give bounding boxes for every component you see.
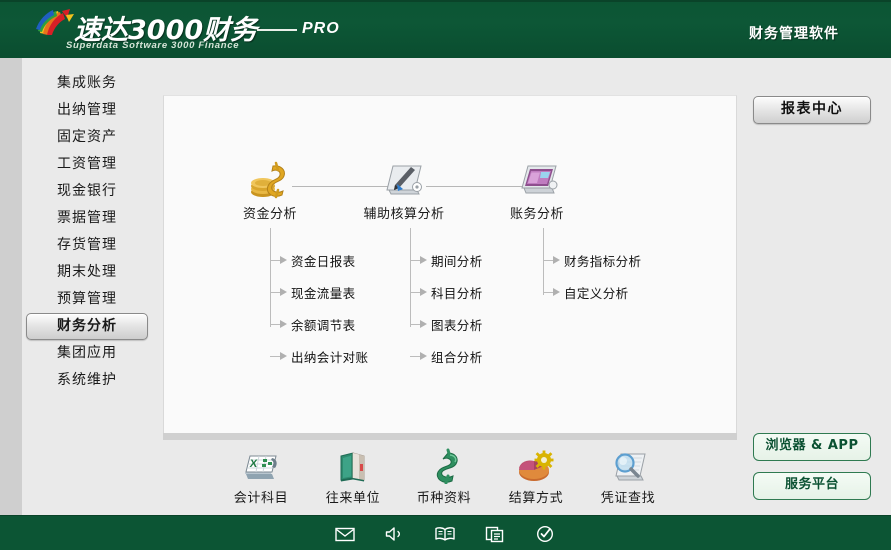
flow-subitem-label[interactable]: 期间分析 — [431, 253, 483, 269]
flow-subitem-label[interactable]: 财务指标分析 — [564, 253, 642, 269]
toolbar-item-settlement-method[interactable]: 结算方式 — [493, 446, 579, 506]
branch-arrow-icon — [270, 320, 287, 329]
sidebar-item-payroll-management[interactable]: 工资管理 — [57, 156, 117, 172]
dollar-sign-icon — [401, 446, 487, 486]
subtree-trunk — [410, 228, 411, 327]
flow-subitem-label[interactable]: 余额调节表 — [291, 317, 356, 333]
edition-badge: PRO — [302, 20, 340, 37]
sidebar-item-financial-analysis[interactable]: 财务分析 — [26, 313, 148, 340]
toolbar-item-label: 币种资料 — [416, 491, 472, 506]
flow-subitem-label[interactable]: 科目分析 — [431, 285, 483, 301]
sidebar-item-cashier-management[interactable]: 出纳管理 — [57, 102, 117, 118]
mail-icon[interactable] — [332, 524, 358, 544]
sidebar-item-bill-management[interactable]: 票据管理 — [57, 210, 117, 226]
app-header: 速达3000财务 Superdata Software 3000 Finance… — [0, 0, 891, 58]
branch-arrow-icon — [410, 288, 427, 297]
branch-arrow-icon — [270, 352, 287, 361]
flow-subtree-fund-analysis: 资金日报表 现金流量表 余额调节表 出纳会计对账 — [270, 228, 430, 365]
flow-subtree-account-analysis: 财务指标分析 自定义分析 — [543, 228, 703, 301]
speaker-icon[interactable] — [382, 524, 408, 544]
toolbar-item-voucher-search[interactable]: 凭证查找 — [585, 446, 671, 506]
flow-subitem-row[interactable]: 自定义分析 — [543, 284, 629, 301]
branch-arrow-icon — [270, 256, 287, 265]
flow-diagram-panel: 资金分析 辅助核算分析 — [163, 95, 737, 434]
branch-arrow-icon — [410, 320, 427, 329]
subtree-trunk — [270, 228, 271, 327]
sidebar-nav: 集成账务 出纳管理 固定资产 工资管理 现金银行 票据管理 存货管理 期末处理 … — [22, 70, 152, 394]
spreadsheet-book-icon: X — [218, 446, 304, 486]
flow-node-label: 辅助核算分析 — [363, 207, 445, 222]
rainbow-fan-logo-icon — [36, 9, 76, 37]
toolbar-item-label: 往来单位 — [325, 491, 381, 506]
toolbar-item-currency-data[interactable]: 币种资料 — [401, 446, 487, 506]
toolbar-item-business-partners[interactable]: 往来单位 — [310, 446, 396, 506]
service-platform-button[interactable]: 服务平台 — [753, 472, 871, 500]
green-books-icon — [310, 446, 396, 486]
sidebar-item-inventory-management[interactable]: 存货管理 — [57, 237, 117, 253]
flow-node-label: 资金分析 — [242, 207, 297, 222]
report-center-button[interactable]: 报表中心 — [753, 96, 871, 124]
flow-subtree-auxiliary-accounting-analysis: 期间分析 科目分析 图表分析 组合分析 — [410, 228, 560, 365]
branch-arrow-icon — [543, 256, 560, 265]
branch-arrow-icon — [410, 352, 427, 361]
flow-subitem-row[interactable]: 现金流量表 — [270, 284, 356, 301]
flow-subitem-label[interactable]: 资金日报表 — [291, 253, 356, 269]
flow-subitem-label[interactable]: 现金流量表 — [291, 285, 356, 301]
copy-icon[interactable] — [482, 524, 508, 544]
header-top-accent — [0, 0, 891, 2]
sidebar-item-fixed-assets[interactable]: 固定资产 — [57, 129, 117, 145]
flow-subitem-label[interactable]: 图表分析 — [431, 317, 483, 333]
brand-divider — [257, 29, 297, 31]
gold-coins-icon — [215, 156, 325, 200]
panel-separator — [163, 433, 737, 440]
toolbar-item-label: 会计科目 — [233, 491, 289, 506]
toolbar-item-label: 结算方式 — [508, 491, 564, 506]
magnifier-document-icon — [585, 446, 671, 486]
flow-node-fund-analysis[interactable]: 资金分析 — [215, 156, 325, 222]
sidebar-item-system-maintenance[interactable]: 系统维护 — [57, 372, 117, 388]
book-icon[interactable] — [432, 524, 458, 544]
quick-access-toolbar: X 会计科目 往来单位 — [163, 440, 737, 515]
branch-arrow-icon — [270, 288, 287, 297]
sidebar-item-period-end-processing[interactable]: 期末处理 — [57, 264, 117, 280]
header-product-title: 财务管理软件 — [749, 26, 839, 42]
flow-subitem-row[interactable]: 组合分析 — [410, 348, 483, 365]
toolbar-item-chart-of-accounts[interactable]: X 会计科目 — [218, 446, 304, 506]
flow-subitem-label[interactable]: 自定义分析 — [564, 285, 629, 301]
document-pen-icon — [349, 156, 459, 200]
flow-subitem-row[interactable]: 科目分析 — [410, 284, 483, 301]
subtree-trunk — [543, 228, 544, 295]
sidebar-item-integrated-accounting[interactable]: 集成账务 — [57, 75, 117, 91]
flow-node-label: 账务分析 — [509, 207, 564, 222]
pie-gear-icon — [493, 446, 579, 486]
flow-subitem-label[interactable]: 组合分析 — [431, 349, 483, 365]
brand-title-cn: 速达3000财务 — [74, 15, 258, 46]
sidebar-item-group-application[interactable]: 集团应用 — [57, 345, 117, 361]
flow-subitem-row[interactable]: 财务指标分析 — [543, 252, 642, 269]
status-bar — [0, 515, 891, 550]
sidebar-item-cash-bank[interactable]: 现金银行 — [57, 183, 117, 199]
brand-title-en: Superdata Software 3000 Finance — [66, 40, 240, 51]
left-rail — [0, 58, 22, 515]
flow-subitem-row[interactable]: 资金日报表 — [270, 252, 356, 269]
monitor-chart-icon — [482, 156, 592, 200]
branch-arrow-icon — [543, 288, 560, 297]
flow-subitem-label[interactable]: 出纳会计对账 — [291, 349, 369, 365]
flow-subitem-row[interactable]: 出纳会计对账 — [270, 348, 369, 365]
check-circle-icon[interactable] — [532, 524, 558, 544]
browser-app-button[interactable]: 浏览器 & APP — [753, 433, 871, 461]
sidebar-item-budget-management[interactable]: 预算管理 — [57, 291, 117, 307]
flow-subitem-row[interactable]: 图表分析 — [410, 316, 483, 333]
flow-subitem-row[interactable]: 余额调节表 — [270, 316, 356, 333]
flow-node-account-analysis[interactable]: 账务分析 — [482, 156, 592, 222]
toolbar-item-label: 凭证查找 — [600, 491, 656, 506]
svg-text:X: X — [249, 458, 259, 470]
branch-arrow-icon — [410, 256, 427, 265]
flow-subitem-row[interactable]: 期间分析 — [410, 252, 483, 269]
flow-node-auxiliary-accounting-analysis[interactable]: 辅助核算分析 — [349, 156, 459, 222]
